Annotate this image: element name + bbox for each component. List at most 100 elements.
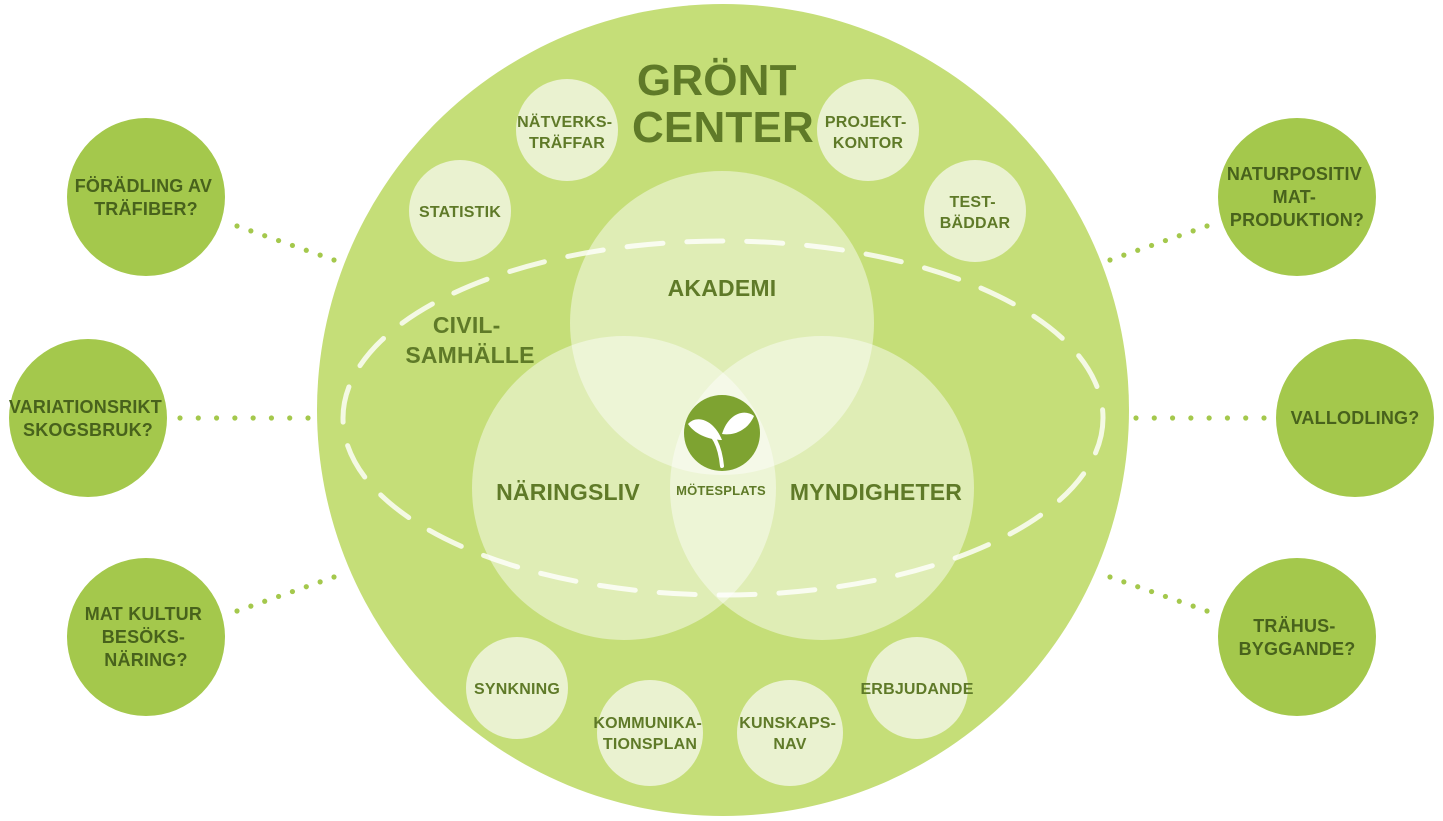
svg-text:GRÖNT CENTER: GRÖNT CENTER	[632, 56, 814, 152]
outer-circle-matkultur: MAT KULTUR BESÖKS- NÄRING?	[67, 558, 225, 716]
connector-dot	[305, 415, 311, 421]
connector-dot	[262, 233, 268, 239]
connector-dot	[1121, 252, 1127, 258]
venn-label-naringsliv: NÄRINGSLIV	[496, 479, 640, 505]
connector-dot	[1176, 233, 1182, 239]
connector-dot	[1176, 598, 1182, 604]
connector-dot	[248, 603, 254, 609]
connector-dot	[1204, 223, 1210, 229]
inner-circle-test: TEST- BÄDDAR	[924, 160, 1026, 262]
naturpositiv-line-2: MAT-	[1273, 187, 1316, 207]
inner-circle-kommunikation: KOMMUNIKA- TIONSPLAN	[593, 680, 703, 786]
connector-dot	[1148, 242, 1155, 249]
connector-dot	[1190, 603, 1196, 609]
test-line-1: TEST-	[950, 194, 996, 211]
inner-circle-statistik: STATISTIK	[409, 160, 511, 262]
test-line-2: BÄDDAR	[940, 214, 1011, 232]
inner-circle-natverk: NÄTVERKS- TRÄFFAR	[516, 79, 618, 181]
naturpositiv-line-1: NATURPOSITIV	[1227, 164, 1362, 184]
connector-dot	[1204, 608, 1210, 614]
connector-dot	[1107, 257, 1113, 263]
connector-dot	[268, 415, 275, 421]
connector-dot	[1162, 593, 1169, 600]
matkultur-line-2: BESÖKS-	[102, 627, 185, 647]
title-line-1: GRÖNT	[637, 56, 797, 105]
venn-label-akademi: AKADEMI	[668, 275, 777, 301]
foradling-line-1: FÖRÄDLING AV	[75, 176, 212, 196]
connector-dot	[177, 415, 183, 421]
erbjudande-line-1: ERBJUDANDE	[860, 681, 973, 698]
inner-circle-erbjudande: ERBJUDANDE	[860, 637, 973, 739]
connector-dot	[287, 415, 293, 421]
connector-trahus	[1107, 574, 1210, 614]
connector-dot	[1135, 247, 1141, 253]
connector-dot	[1135, 584, 1141, 590]
kommunikation-line-2: TIONSPLAN	[603, 736, 697, 753]
svg-text:PROJEKT- KONTOR: PROJEKT- KONTOR	[825, 114, 911, 152]
kunskap-line-2: NAV	[773, 736, 806, 753]
connector-dot	[250, 415, 256, 421]
matkultur-line-3: NÄRING?	[104, 650, 187, 670]
connector-dot	[289, 242, 296, 249]
connector-dot	[275, 593, 282, 600]
connector-dot	[1107, 574, 1113, 580]
connector-dot	[234, 608, 240, 614]
connector-dot	[1188, 415, 1194, 421]
svg-text:VARIATIONSRIKT SKOGSBRUK: VARIATIONSRIKT SKOGSBRUK?	[9, 397, 167, 440]
inner-circle-projekt: PROJEKT- KONTOR	[817, 79, 919, 181]
connector-variation	[177, 415, 311, 421]
connector-dot	[232, 415, 238, 421]
svg-text:MAT KULTUR BESÖKS-: MAT KULTUR BESÖKS- NÄRING?	[85, 604, 208, 670]
civil-label-line-1: CIVIL-	[433, 312, 501, 338]
connector-dot	[331, 257, 337, 263]
connector-foradling	[234, 223, 337, 263]
svg-text:STATISTIK: STATISTIK	[419, 204, 501, 221]
matkultur-line-1: MAT KULTUR	[85, 604, 202, 624]
outer-circle-foradling: FÖRÄDLING AV TRÄFIBER?	[67, 118, 225, 276]
venn-label-myndigheter: MYNDIGHETER	[790, 479, 962, 505]
sprout-logo-icon	[684, 395, 760, 471]
svg-text:CIVIL- SAMHÄLLE: CIVIL- SAMHÄLLE	[405, 312, 534, 368]
connector-dot	[1206, 415, 1212, 421]
civil-label-line-2: SAMHÄLLE	[405, 342, 534, 368]
connector-dot	[289, 588, 296, 595]
connector-dot	[317, 579, 323, 585]
connector-dot	[1224, 415, 1231, 421]
svg-text:NÄTVERKS- TRÄFFAR: NÄTVERKS- TRÄFFAR	[517, 113, 617, 152]
connector-dot	[1190, 228, 1196, 234]
naturpositiv-line-3: PRODUKTION?	[1230, 210, 1364, 230]
connector-dot	[303, 584, 309, 590]
statistik-line-1: STATISTIK	[419, 204, 501, 221]
connector-dot	[331, 574, 337, 580]
connector-matkultur	[234, 574, 337, 614]
connector-dot	[1261, 415, 1267, 421]
connector-dot	[195, 415, 201, 421]
kommunikation-line-1: KOMMUNIKA-	[593, 715, 702, 732]
connector-dot	[317, 252, 323, 258]
trahus-line-1: TRÄHUS-	[1253, 616, 1335, 636]
trahus-line-2: BYGGANDE?	[1239, 639, 1356, 659]
svg-text:NATURPOSITIV MAT-: NATURPOSITIV MAT- PRODUKTION?	[1227, 164, 1367, 230]
connectors	[177, 223, 1267, 614]
connector-dot	[1121, 579, 1127, 585]
outer-circle-naturpositiv: NATURPOSITIV MAT- PRODUKTION?	[1218, 118, 1376, 276]
outer-circle-variation: VARIATIONSRIKT SKOGSBRUK?	[9, 339, 167, 497]
motesplats-label: MÖTESPLATS	[676, 483, 766, 498]
civilsamhalle-ellipse	[340, 238, 1106, 598]
inner-circle-synkning: SYNKNING	[466, 637, 568, 739]
connector-dot	[262, 598, 268, 604]
variation-line-1: VARIATIONSRIKT	[9, 397, 162, 417]
svg-text:TEST- BÄDDAR: TEST- BÄDDAR	[940, 194, 1011, 232]
outer-circle-trahus: TRÄHUS- BYGGANDE?	[1218, 558, 1376, 716]
outer-circle-vallodling: VALLODLING?	[1276, 339, 1434, 497]
connector-dot	[1133, 415, 1139, 421]
kunskap-line-1: KUNSKAPS-	[739, 715, 836, 732]
svg-text:KUNSKAPS- NAV: KUNSKAPS- NAV	[739, 715, 841, 753]
natverk-line-2: TRÄFFAR	[529, 134, 605, 152]
connector-vallodling	[1133, 415, 1267, 421]
connector-dot	[1162, 237, 1169, 244]
connector-dot	[234, 223, 240, 229]
vallodling-line-1: VALLODLING?	[1291, 408, 1420, 428]
synkning-line-1: SYNKNING	[474, 681, 560, 698]
connector-dot	[213, 415, 220, 421]
